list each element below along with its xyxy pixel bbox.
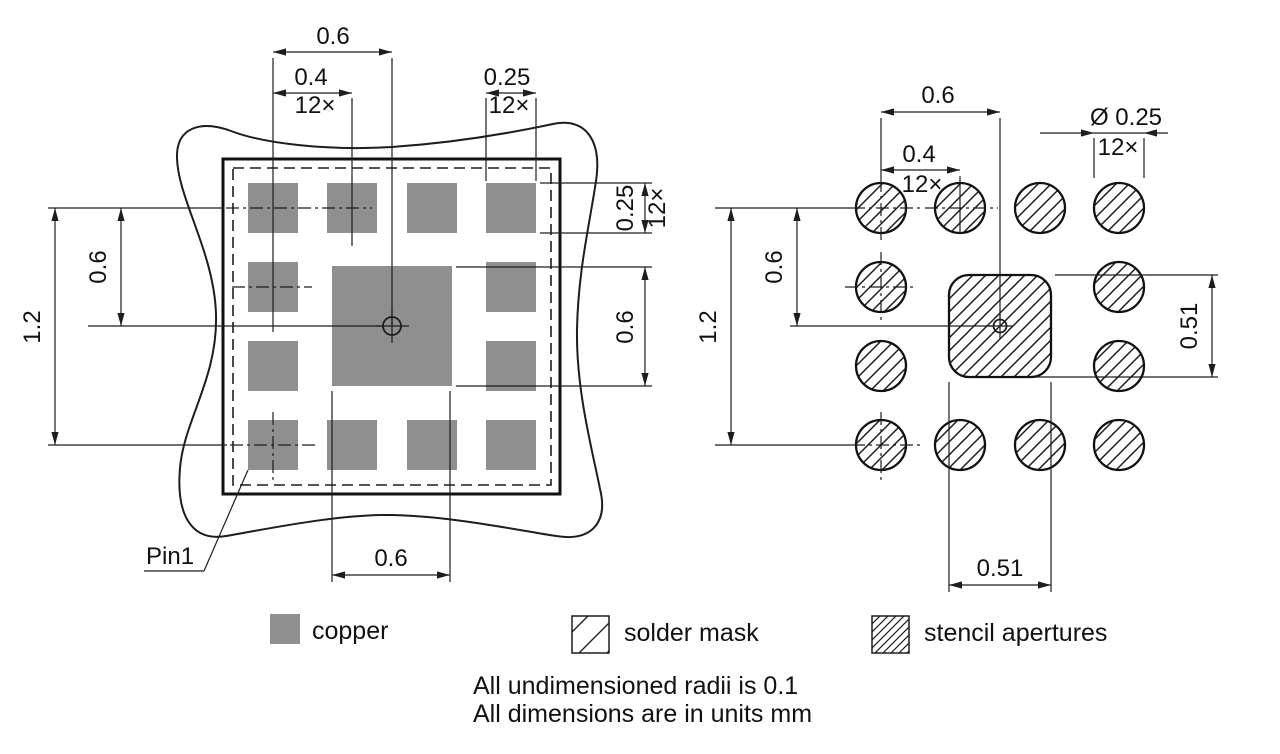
dimensions-right-view: 0.6 0.4 12× Ø 0.25 12× 1.2 0.6 0.51 0.51 <box>695 82 1216 589</box>
dim-aperture-diameter: Ø 0.25 <box>1090 104 1162 131</box>
stencil-apertures-swatch <box>871 615 910 654</box>
legend-stencil-label: stencil apertures <box>924 619 1107 647</box>
dim-pad-width: 0.25 <box>484 64 531 91</box>
pin1-callout: Pin1 <box>144 469 249 572</box>
copper-pad <box>407 420 457 470</box>
solder-mask-swatch <box>571 615 610 654</box>
origin-marker-icon <box>988 314 1013 339</box>
legend-solder-mask-label: solder mask <box>624 619 759 647</box>
extension-lines-right-view <box>715 118 1218 592</box>
drawing-notes: All undimensioned radii is 0.1 All dimen… <box>473 672 812 728</box>
copper-pad <box>486 183 536 233</box>
origin-marker-icon <box>375 309 409 343</box>
dim-center-pad-width: 0.6 <box>374 545 407 572</box>
copper-pad <box>486 341 536 391</box>
note-radii: All undimensioned radii is 0.1 <box>473 672 798 700</box>
dim-pad-height: 0.25 <box>612 185 639 232</box>
dim-aperture-pitch: 0.4 <box>902 141 935 168</box>
legend-copper-label: copper <box>312 617 388 645</box>
dimensions-left-view: 0.6 0.4 12× 0.25 12× 0.25 12× 0.6 0.6 1.… <box>19 23 671 579</box>
dim-pad-pitch-count: 12× <box>295 92 336 119</box>
dim-full-span: 1.2 <box>19 310 46 343</box>
copper-swatch <box>270 614 300 644</box>
dim-aperture-diameter-count: 12× <box>1098 134 1139 161</box>
copper-pad <box>248 341 298 391</box>
left-view-copper-layout: 0.6 0.4 12× 0.25 12× 0.25 12× 0.6 0.6 1.… <box>19 23 671 582</box>
dim-center-aperture-height: 0.51 <box>1176 303 1203 350</box>
dim-aperture-pitch-count: 12× <box>902 171 943 198</box>
dim-pad-width-count: 12× <box>489 92 530 119</box>
dim-center-aperture-width: 0.51 <box>977 555 1024 582</box>
note-units: All dimensions are in units mm <box>473 700 812 728</box>
dim-pad-height-count: 12× <box>644 188 671 229</box>
dim-full-span: 1.2 <box>695 310 722 343</box>
solder-mask-region <box>175 121 604 539</box>
pin1-label: Pin1 <box>146 543 194 570</box>
dim-top-center-pitch: 0.6 <box>921 82 954 109</box>
pad-centerlines-left-view <box>226 207 372 481</box>
dim-center-pad-height: 0.6 <box>612 310 639 343</box>
copper-pad <box>327 420 377 470</box>
legend: copper solder mask stencil apertures <box>270 614 1107 654</box>
copper-pad <box>486 420 536 470</box>
dim-pad-pitch: 0.4 <box>294 64 327 91</box>
pin1-leader <box>203 469 249 572</box>
dim-row-span: 0.6 <box>85 250 112 283</box>
copper-pad <box>407 183 457 233</box>
extension-lines-left-view <box>48 58 652 582</box>
dim-row-span: 0.6 <box>761 250 788 283</box>
aperture-centerlines-right-view <box>845 179 998 481</box>
copper-pad <box>486 262 536 312</box>
stencil-apertures <box>854 181 1146 472</box>
right-view-stencil-layout: 0.6 0.4 12× Ø 0.25 12× 1.2 0.6 0.51 0.51 <box>695 82 1218 592</box>
dim-top-center-pitch: 0.6 <box>316 23 349 50</box>
